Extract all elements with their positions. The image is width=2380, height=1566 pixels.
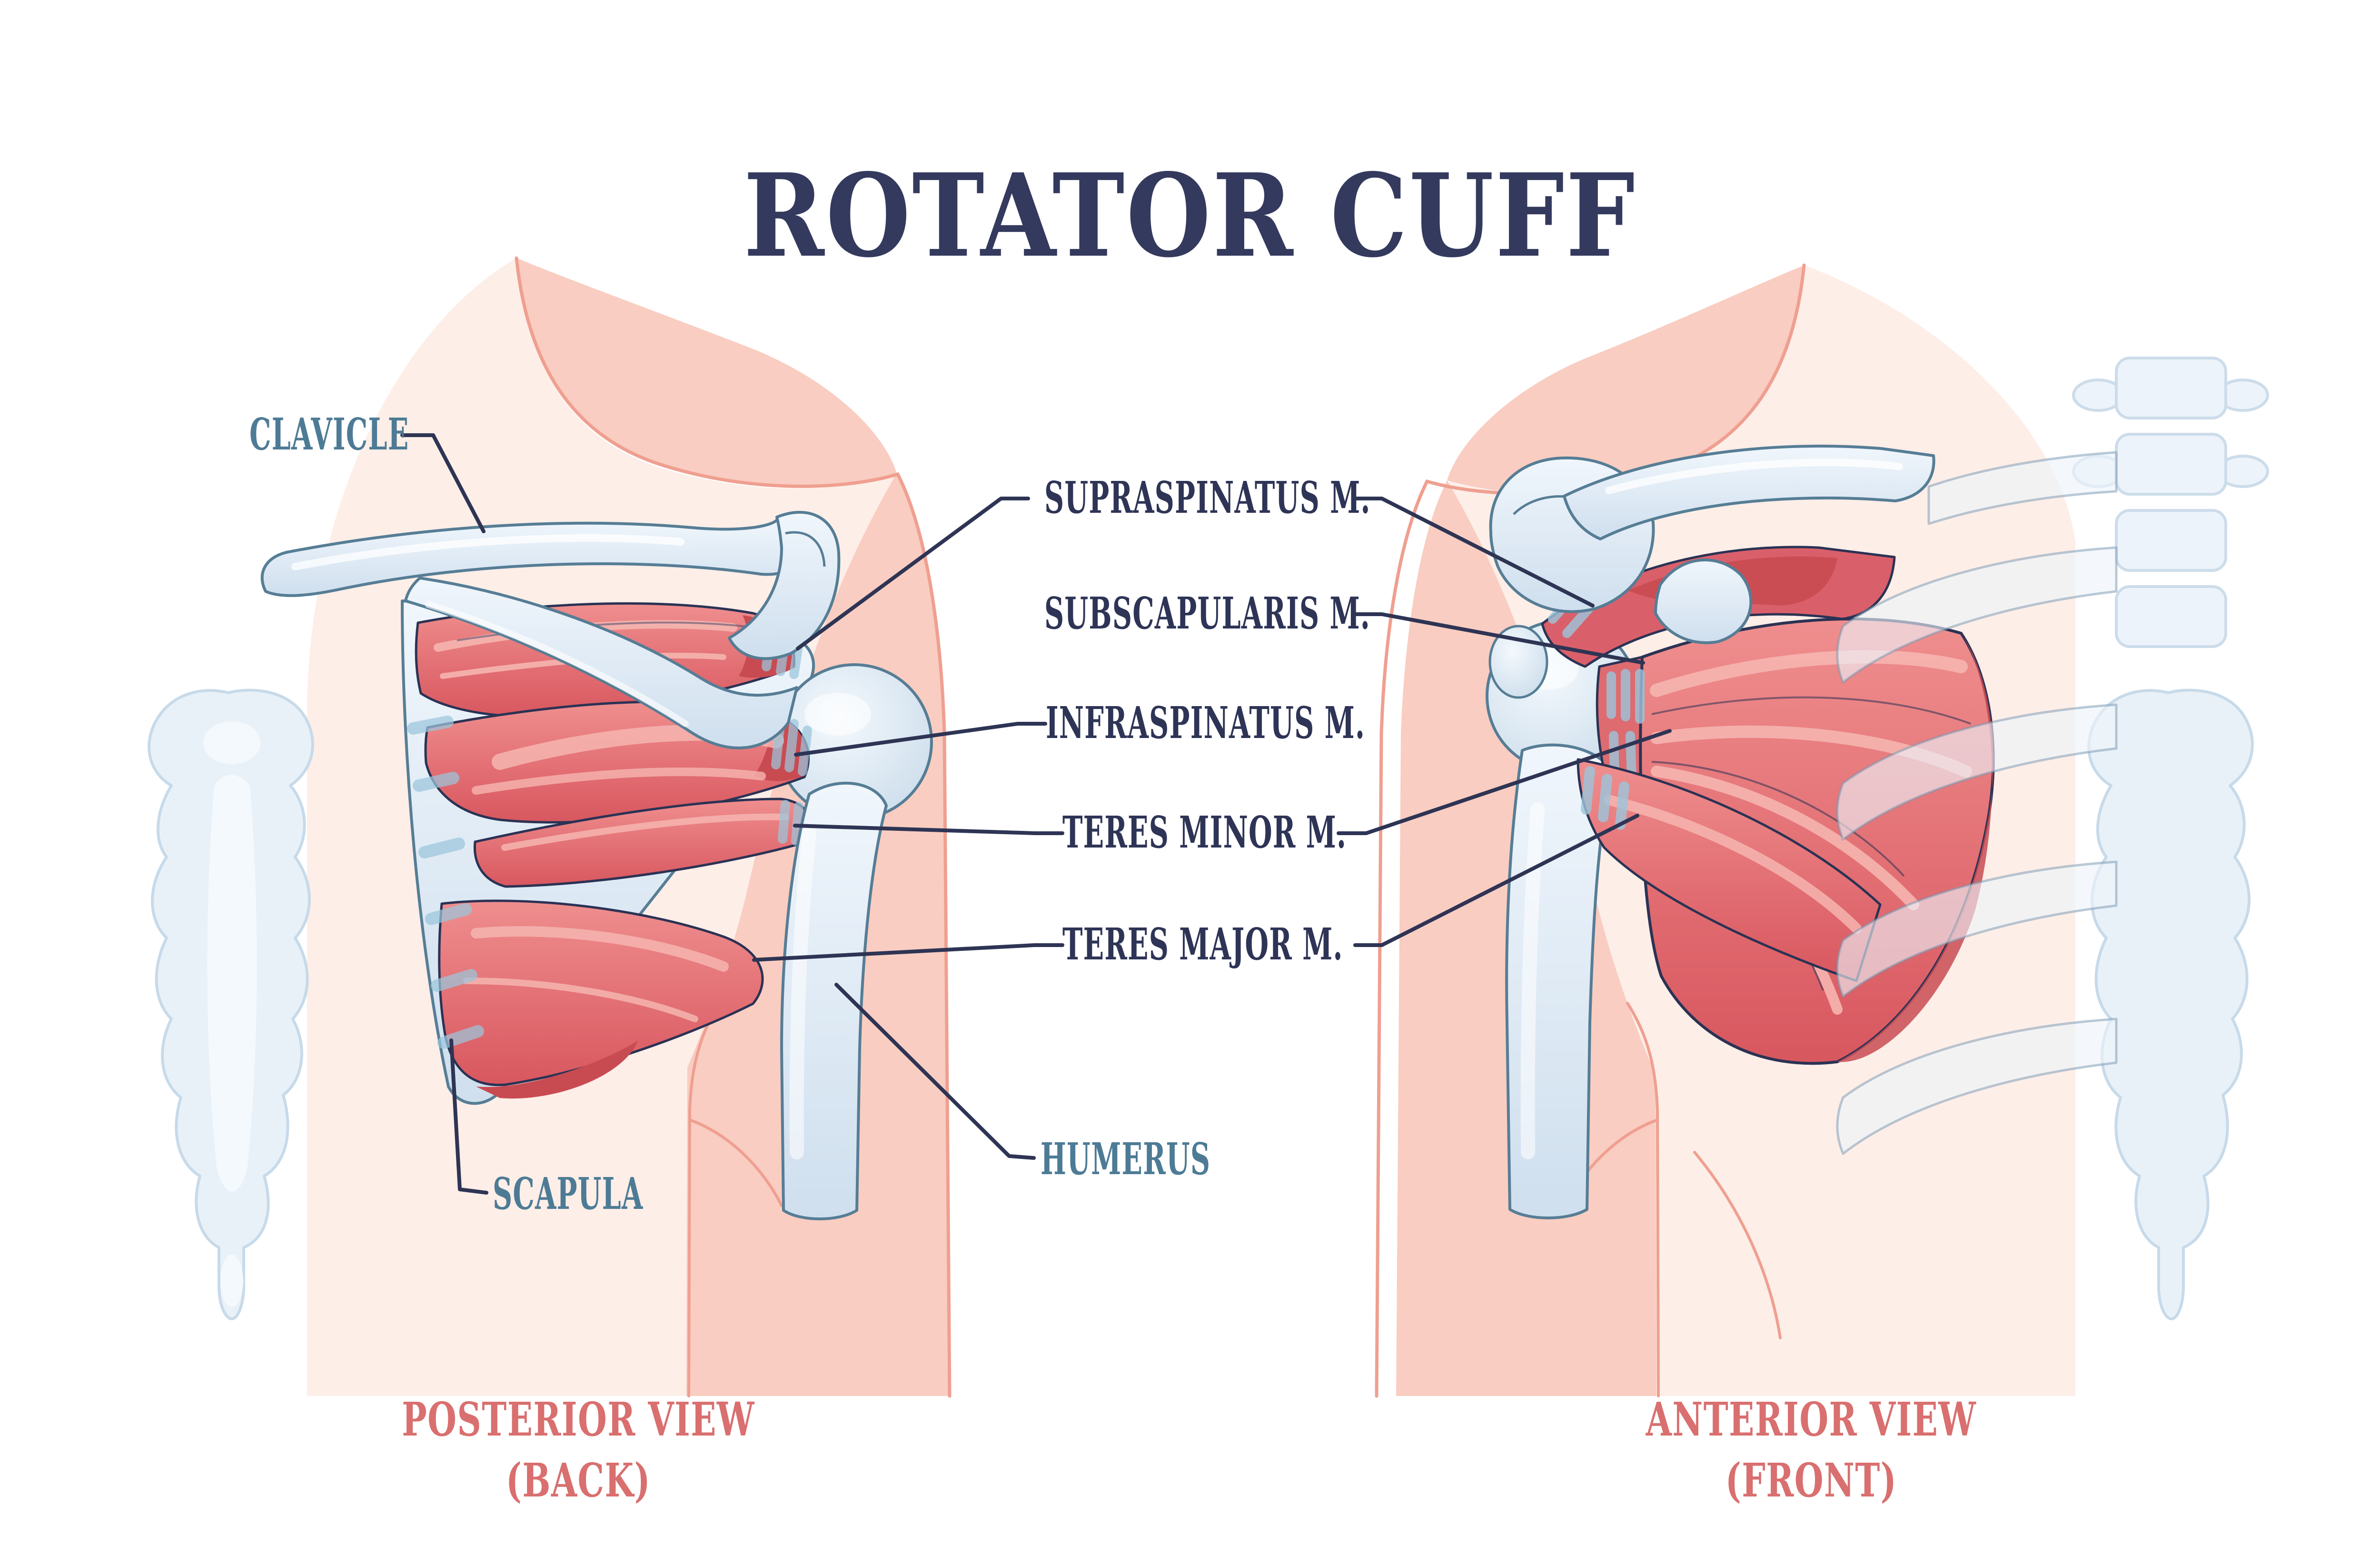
neck-shoulder-skin <box>516 258 897 487</box>
anterior-figure <box>1375 263 2269 1398</box>
teres-minor-leader-right <box>1337 729 1672 835</box>
anterior-caption-line2: (FRONT) <box>1725 1453 1897 1508</box>
label-clavicle: CLAVICLE <box>249 409 409 460</box>
subscapularis-leader <box>1353 612 1645 665</box>
spine-bones <box>148 688 314 1320</box>
neck-shoulder-skin <box>1447 265 1804 494</box>
page-title: ROTATOR CUFF <box>744 149 1636 283</box>
humerus-leader <box>834 983 1036 1160</box>
label-teres-minor: TERES MINOR M. <box>1062 807 1347 858</box>
supraspinatus-leader-right <box>1353 497 1595 608</box>
label-supraspinatus: SUPRASPINATUS M. <box>1044 472 1371 523</box>
acromion-bone <box>728 511 841 660</box>
label-subscapularis: SUBSCAPULARIS M. <box>1044 588 1370 639</box>
posterior-caption-line1: POSTERIOR VIEW <box>402 1392 755 1446</box>
posterior-view-caption: POSTERIOR VIEW (BACK) <box>338 1389 818 1511</box>
label-teres-major: TERES MAJOR M. <box>1062 918 1343 970</box>
leader-lines <box>400 433 1672 1195</box>
anterior-caption-line1: ANTERIOR VIEW <box>1646 1392 1977 1446</box>
posterior-figure <box>148 256 952 1398</box>
coracoid-bone <box>1654 559 1753 644</box>
infraspinatus-leader <box>794 722 1047 757</box>
label-humerus: HUMERUS <box>1041 1133 1211 1185</box>
teres-minor-leader-left <box>793 824 1064 835</box>
supraspinatus-leader-left <box>796 497 1030 650</box>
posterior-caption-line2: (BACK) <box>506 1453 651 1508</box>
label-infraspinatus: INFRASPINATUS M. <box>1046 697 1366 748</box>
anterior-view-caption: ANTERIOR VIEW (FRONT) <box>1571 1389 2051 1511</box>
scapular-spine-bone <box>404 577 798 749</box>
rib-bones <box>1836 451 2118 1155</box>
scapula-leader <box>449 1038 488 1195</box>
teres-major-muscle-anterior <box>1577 758 1882 982</box>
label-scapula: SCAPULA <box>493 1168 644 1219</box>
teres-major-leader-right <box>1353 814 1639 947</box>
teres-major-leader-left <box>752 943 1064 962</box>
spine-bones-faded <box>2072 357 2269 1319</box>
clavicle-bone <box>1563 444 1935 540</box>
clavicle-leader <box>400 433 486 533</box>
